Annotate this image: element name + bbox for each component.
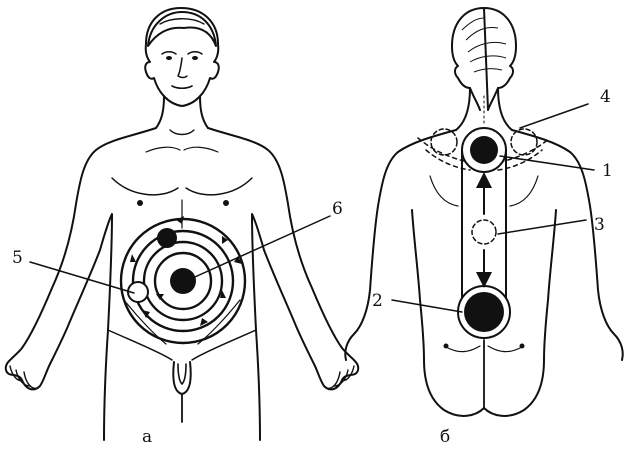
back-view-figure: 4 1 3 2 б [344, 7, 624, 447]
front-hair [147, 11, 217, 47]
back-head-outline [451, 7, 517, 111]
abdominal-spiral [119, 216, 247, 345]
leader-line-2 [391, 299, 463, 313]
navel-point-6 [170, 268, 196, 294]
dashed-circle-3 [471, 219, 497, 245]
dashed-shoulder-zone [417, 137, 551, 163]
leader-line-5 [29, 261, 135, 294]
hollow-point-5 [127, 281, 149, 303]
lower-point-2 [464, 292, 504, 332]
leader-line-3 [497, 219, 587, 235]
dashed-circle-left-4 [430, 128, 458, 156]
leader-line-4 [519, 103, 589, 129]
dashed-circle-right-4 [510, 128, 538, 156]
back-body-outline [344, 129, 624, 361]
front-head-outline [144, 7, 220, 107]
leader-line-6 [185, 215, 331, 282]
label-6: 6 [332, 199, 343, 219]
label-4: 4 [600, 87, 611, 107]
upper-point-1 [470, 136, 498, 164]
label-2: 2 [372, 291, 383, 311]
upper-abdominal-point [157, 228, 177, 248]
label-3: 3 [594, 215, 605, 235]
spinal-band [461, 149, 507, 313]
front-view-figure: 5 6 а [4, 7, 360, 447]
caption-a: а [142, 427, 152, 446]
caption-b: б [440, 427, 450, 446]
label-1: 1 [602, 161, 613, 181]
label-5: 5 [12, 248, 23, 268]
leader-line-1 [499, 155, 595, 171]
